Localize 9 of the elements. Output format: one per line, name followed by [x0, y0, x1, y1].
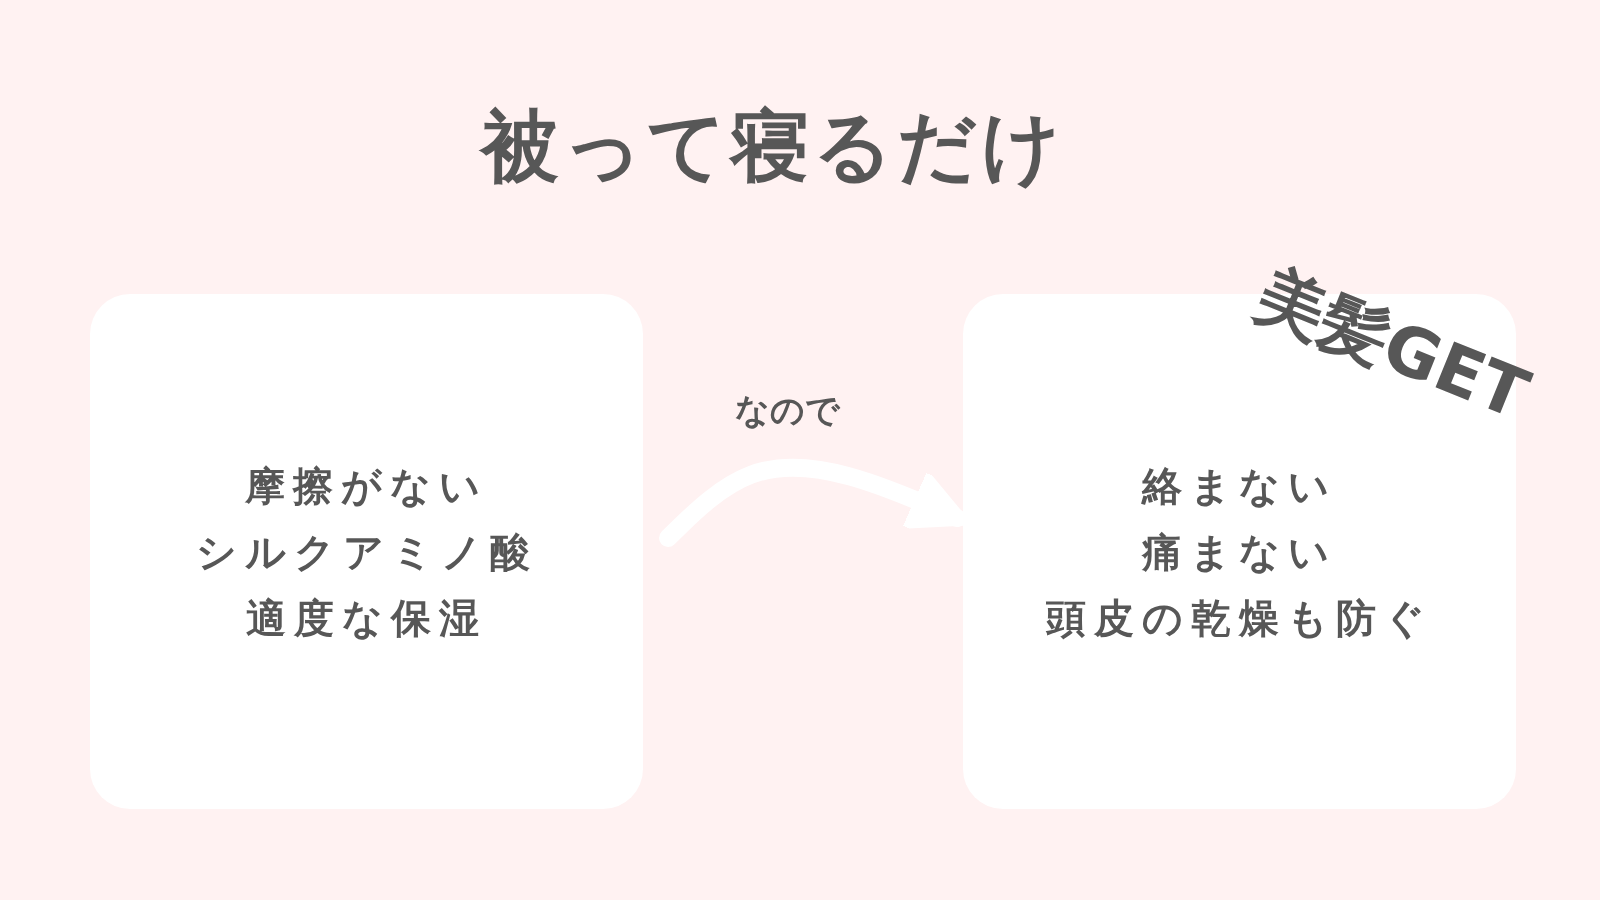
card-text: 適度な保湿: [246, 593, 487, 643]
card-text: 絡まない: [1142, 461, 1337, 511]
stamp-text: 美髪GET: [1244, 253, 1541, 437]
title: 被って寝るだけ: [478, 100, 1066, 193]
card-text: 摩擦がない: [245, 461, 488, 511]
card-text: シルクアミノ酸: [195, 527, 538, 577]
edge-label: なので: [735, 389, 840, 432]
card-text: 痛まない: [1142, 527, 1337, 577]
card-text: 頭皮の乾燥も防ぐ: [1046, 593, 1433, 643]
